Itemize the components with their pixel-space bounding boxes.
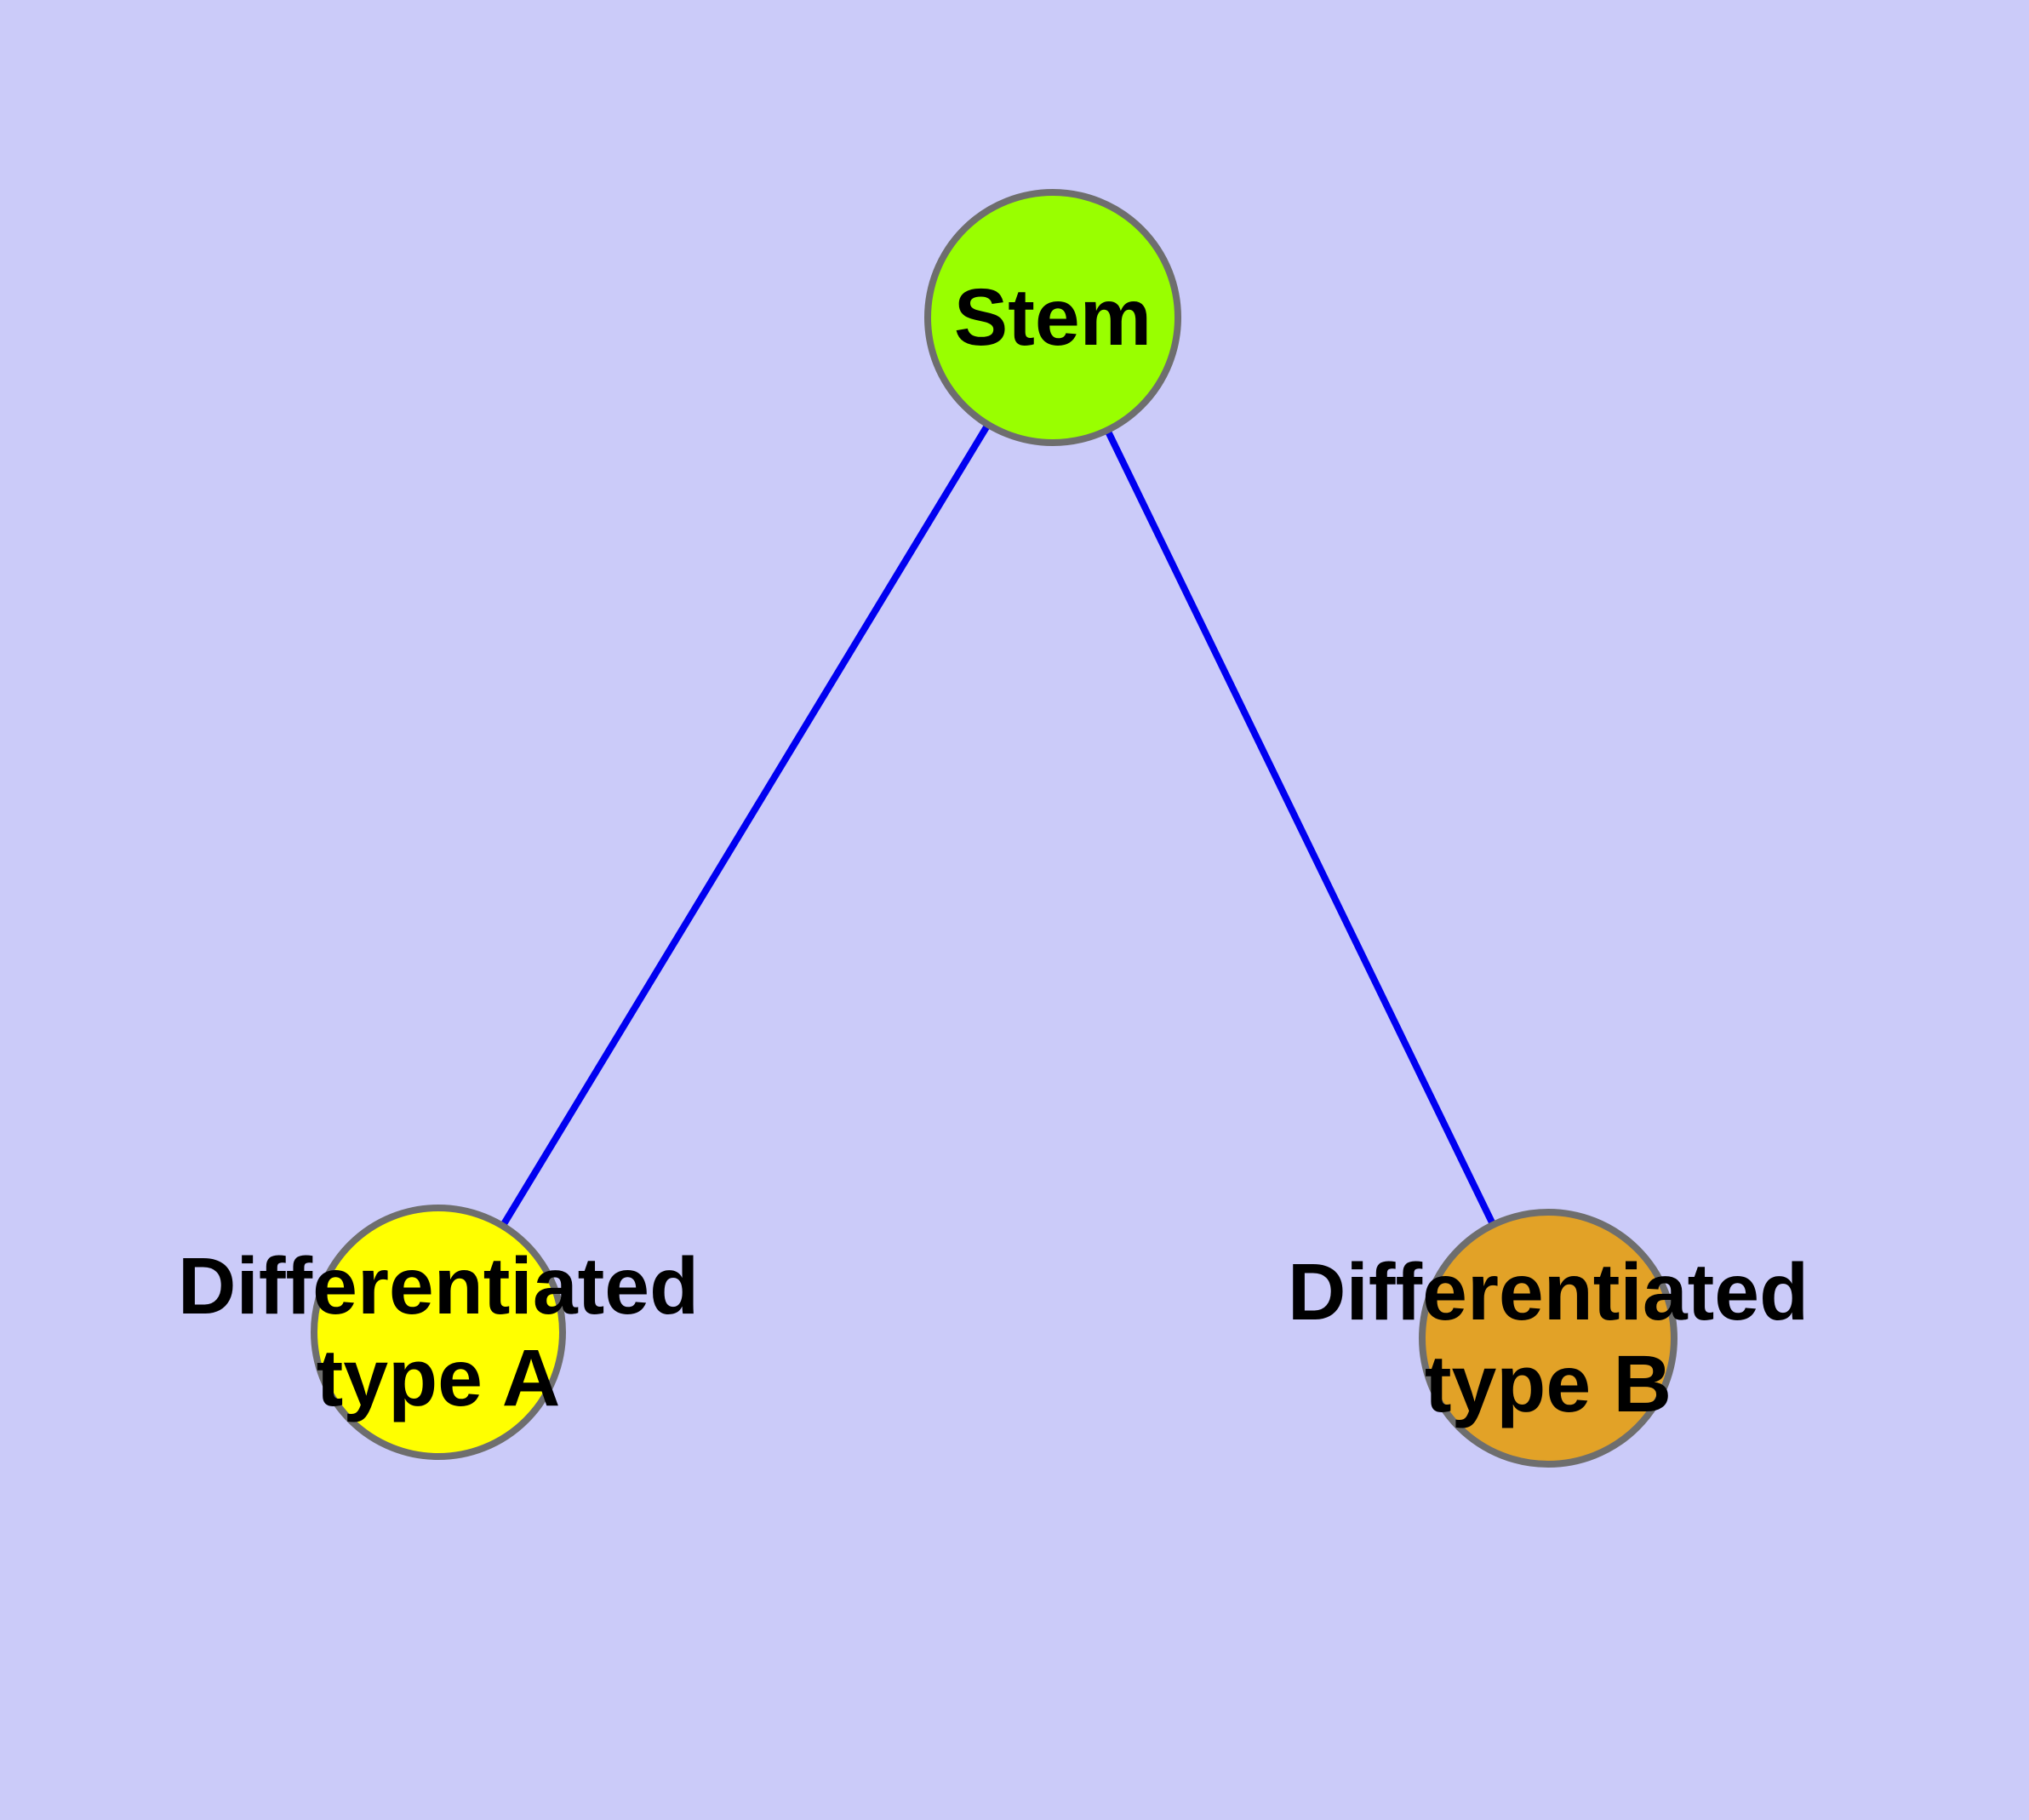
node-label-line: type B <box>1424 1339 1672 1429</box>
edge-stem-to-differentiated-type-a <box>435 315 1056 1335</box>
edge-stem-to-differentiated-type-b <box>1049 316 1552 1340</box>
node-stem[interactable]: Stem <box>924 189 1181 446</box>
node-label-line: Stem <box>953 272 1152 363</box>
node-label-line: Differentiated <box>177 1240 700 1331</box>
node-label-stem: Stem <box>954 272 1152 363</box>
node-label-line: type A <box>316 1333 561 1423</box>
node-label-line: Differentiated <box>1287 1246 1809 1337</box>
